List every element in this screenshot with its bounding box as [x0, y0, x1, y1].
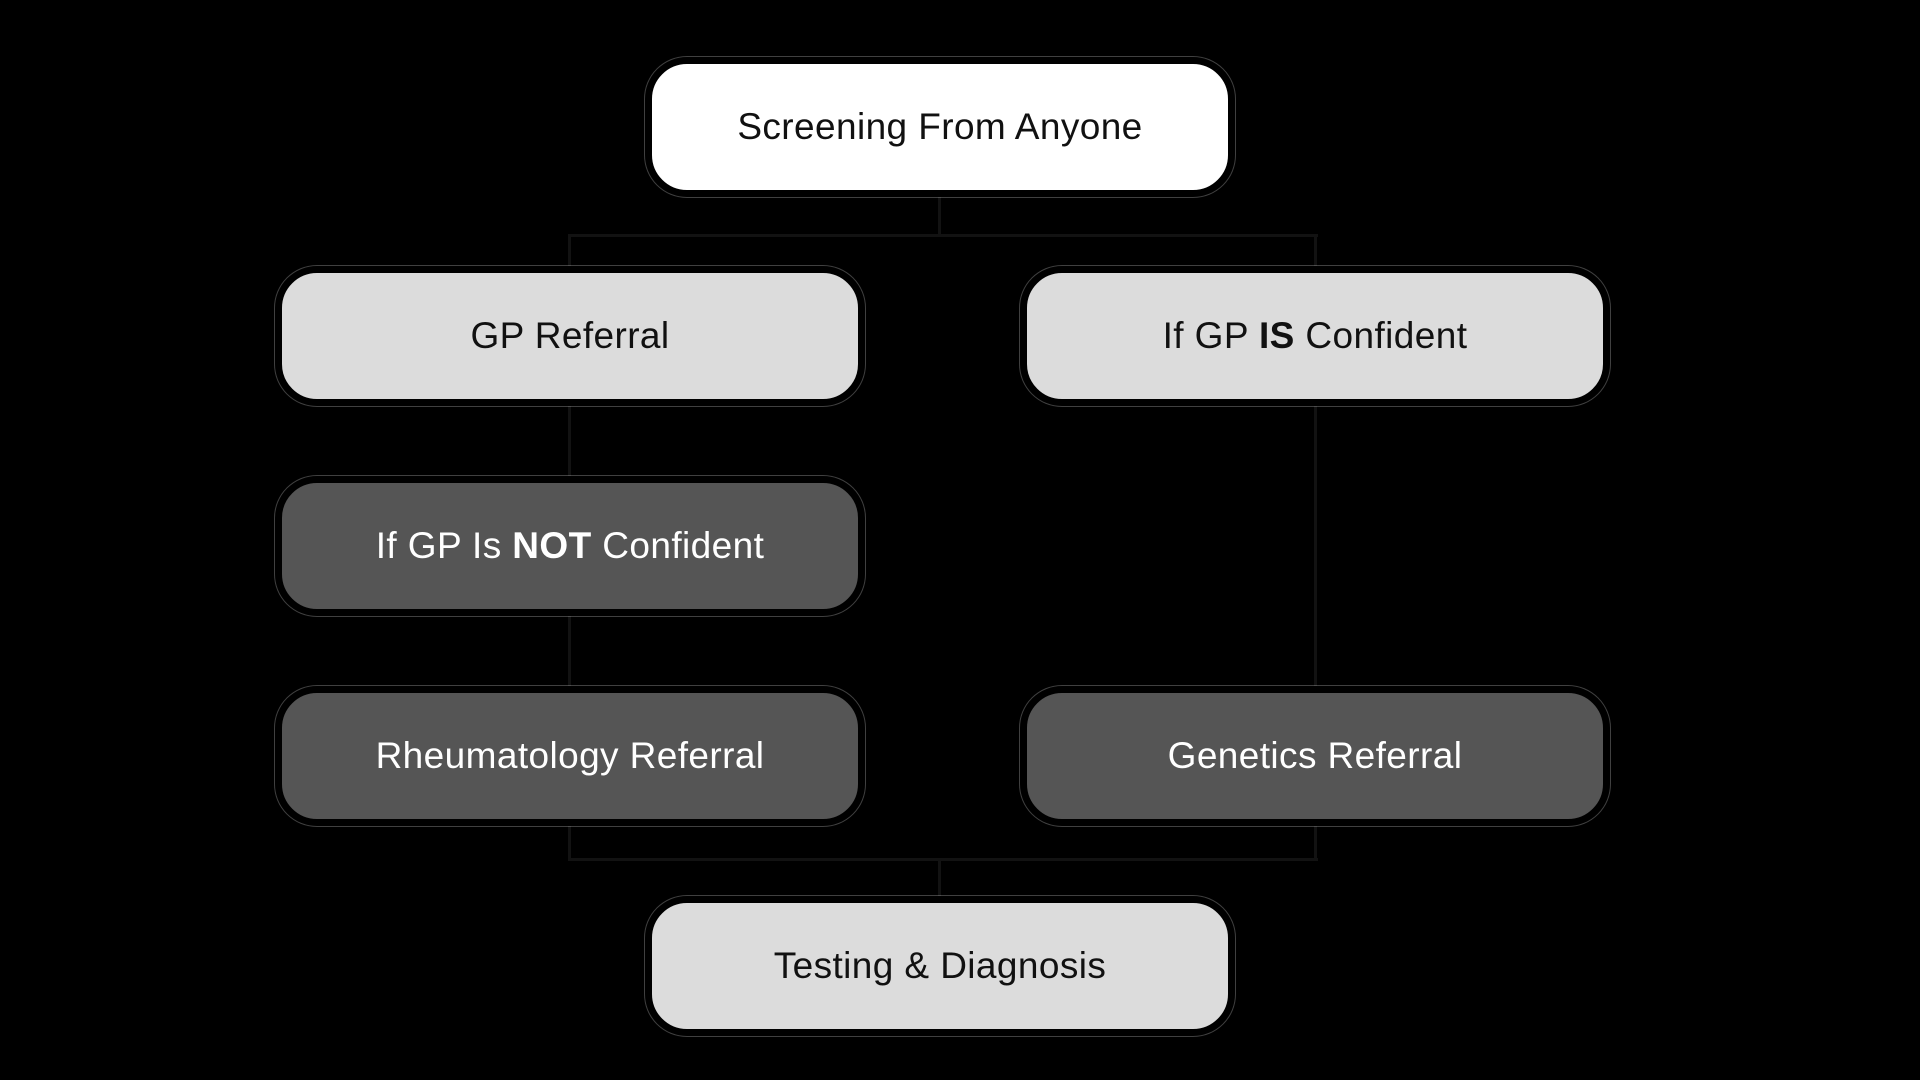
- node-label: If GP Is NOT Confident: [375, 525, 765, 566]
- connector-gp-referral-to-not-confident: [568, 406, 571, 476]
- node-screening-from-anyone: Screening From Anyone: [645, 57, 1235, 197]
- node-label: Testing & Diagnosis: [773, 945, 1107, 986]
- node-label: GP Referral: [470, 315, 670, 356]
- node-if-gp-is-not-confident: If GP Is NOT Confident: [275, 476, 865, 616]
- node-label: If GP IS Confident: [1162, 315, 1468, 356]
- connector-rheumatology-stem: [568, 826, 571, 861]
- node-label: Rheumatology Referral: [375, 735, 765, 776]
- connector-screening-stem: [938, 197, 941, 237]
- node-if-gp-is-confident: If GP IS Confident: [1020, 266, 1610, 406]
- node-label: Screening From Anyone: [737, 106, 1143, 147]
- connector-to-testing-diagnosis: [938, 858, 941, 896]
- connector-testing-rail: [568, 858, 1318, 861]
- node-label: Genetics Referral: [1167, 735, 1463, 776]
- connector-screening-to-gp-referral: [568, 234, 571, 266]
- node-rheumatology-referral: Rheumatology Referral: [275, 686, 865, 826]
- node-genetics-referral: Genetics Referral: [1020, 686, 1610, 826]
- connector-not-confident-to-rheumatology: [568, 616, 571, 686]
- connector-genetics-stem: [1314, 826, 1317, 861]
- node-testing-and-diagnosis: Testing & Diagnosis: [645, 896, 1235, 1036]
- connector-screening-rail: [568, 234, 1318, 237]
- connector-screening-to-gp-is-confident: [1314, 234, 1317, 266]
- node-gp-referral: GP Referral: [275, 266, 865, 406]
- connector-is-confident-to-genetics: [1314, 406, 1317, 686]
